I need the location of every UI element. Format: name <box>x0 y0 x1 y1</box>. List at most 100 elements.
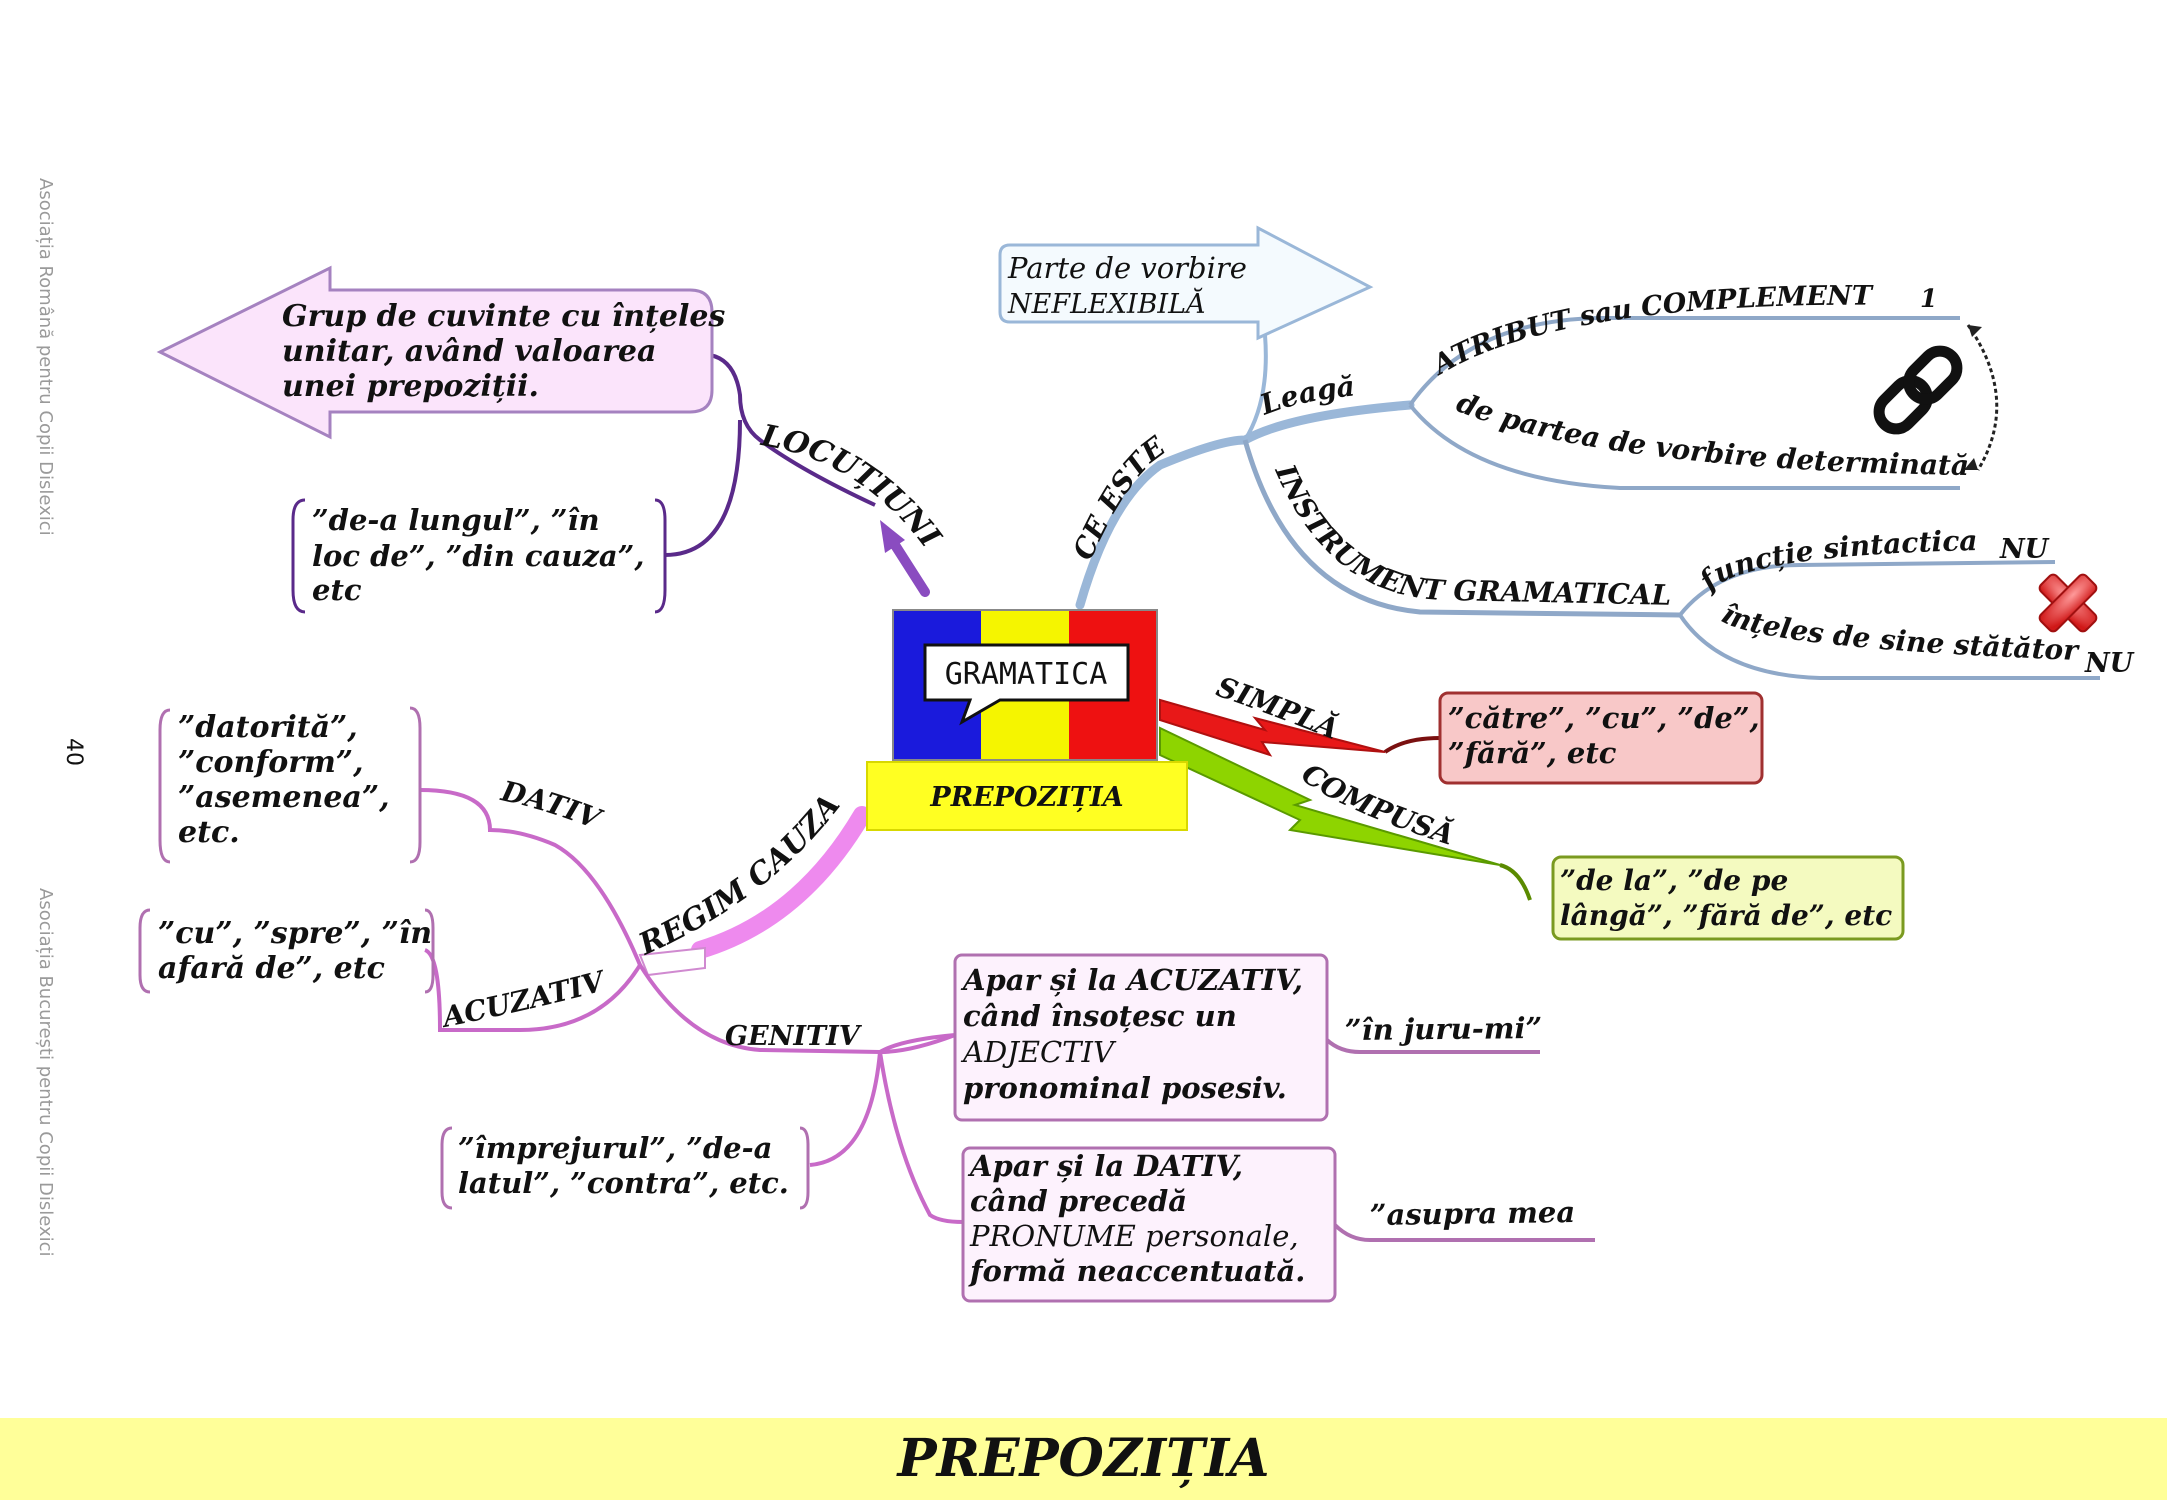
simpla-example-line: ”către”, ”cu”, ”de”, <box>1448 701 1760 735</box>
regim-cauzal-trunk <box>691 806 871 959</box>
genitiv-note1-line: ADJECTIV <box>960 1035 1117 1069</box>
double-arrow-icon <box>1966 324 1999 471</box>
dativ-left-brace <box>158 708 171 864</box>
instrument-line <box>1242 439 1681 618</box>
locutiuni-definition-arrow <box>156 265 714 440</box>
genitiv-example-line: latul”, ”contra”, etc. <box>458 1166 789 1200</box>
locutiuni-branch: LOCUȚIUNI Grup de cuvinte cu înțeles uni… <box>156 265 948 614</box>
ce-este-to-definition <box>1243 334 1268 442</box>
locutiuni-example-line: loc de”, ”din cauza”, <box>312 539 644 573</box>
determinata-line <box>1408 403 1960 490</box>
acuzativ-label: ACUZATIV <box>437 964 611 1035</box>
inteles-line <box>1678 613 2100 680</box>
acuzativ-left-brace <box>138 908 151 994</box>
genitiv-right-brace <box>799 1126 810 1210</box>
genitiv-note1-box <box>953 953 1329 1122</box>
svg-text:INSTRUMENT GRAMATICAL: INSTRUMENT GRAMATICAL <box>1268 459 1671 612</box>
genitiv-example-line: ”împrejurul”, ”de-a <box>458 1131 772 1165</box>
simpla-examples-box <box>1438 691 1764 785</box>
locutiuni-label: LOCUȚIUNI <box>758 418 948 555</box>
genitiv-note1-line: când însoțesc un <box>963 999 1237 1033</box>
locutiuni-left-brace <box>291 498 306 614</box>
arrowhead-icon <box>1964 458 1978 470</box>
genitiv-note2-box <box>961 1146 1337 1303</box>
ce-este-trunk <box>1075 400 1415 610</box>
ce-este-label: CE ESTE? <box>0 0 1172 565</box>
acuzativ-example-line: afară de”, etc <box>158 951 385 986</box>
regim-cauzal-handle <box>638 946 706 977</box>
definition-line-1: Parte de vorbire <box>1007 251 1247 285</box>
functie-label: funcție sintactica <box>1691 524 1977 598</box>
center-title: PREPOZIȚIA <box>929 782 1123 813</box>
svg-text:CE ESTE?: CE ESTE? <box>0 0 1172 565</box>
locutiuni-line <box>709 353 876 507</box>
atribut-label: ATRIBUT sau COMPLEMENT <box>1425 281 1874 383</box>
side-text-top: Asociația Română pentru Copii Dislexici <box>35 178 56 536</box>
genitiv-note1-example: ”în juru-mi” <box>1345 1011 1543 1047</box>
locutiuni-definition-line: unei prepoziții. <box>282 369 539 404</box>
svg-text:”în juru-mi”: ”în juru-mi” <box>1345 1011 1543 1047</box>
genitiv-hub-down <box>878 1051 964 1224</box>
atribut-number: 1 <box>1920 284 1937 313</box>
genitiv-note2-line: Apar și la DATIV, <box>967 1149 1243 1183</box>
genitiv-hub-up <box>878 1033 956 1054</box>
locutiuni-example-line: ”de-a lungul”, ”în <box>312 503 600 537</box>
speech-label: GRAMATICA <box>945 657 1108 692</box>
genitiv-note2-line: PRONUME personale, <box>969 1219 1299 1253</box>
functie-value: NU <box>1999 534 2050 565</box>
functie-line <box>1678 560 2056 617</box>
svg-text:DATIV: DATIV <box>497 774 608 837</box>
locutiuni-definition-line: unitar, având valoarea <box>282 334 656 369</box>
dativ-example-line: ”datorită”, <box>178 710 358 745</box>
simpla-example-line: ”fără”, etc <box>1448 736 1617 770</box>
acuzativ-right-brace <box>424 908 435 994</box>
svg-text:înțeles de sine stătător: înțeles de sine stătător <box>1717 597 2081 667</box>
svg-text:funcție sintactica: funcție sintactica <box>1691 524 1977 598</box>
regim-cauzal-label: REGIM CAUZAL <box>0 0 847 963</box>
definition-line-2: NEFLEXIBILĂ <box>1007 287 1206 320</box>
simpla-branch: SIMPLĂ ”către”, ”cu”, ”de”, ”fără”, etc <box>1159 670 1764 785</box>
link-icon <box>1873 345 1963 435</box>
arrowhead-icon <box>1968 325 1982 337</box>
svg-text:REGIM CAUZAL: REGIM CAUZAL <box>0 0 847 963</box>
genitiv-note1-line: pronominal posesiv. <box>963 1071 1287 1105</box>
svg-text:LOCUȚIUNI: LOCUȚIUNI <box>758 418 948 555</box>
compusa-example-line: ”de la”, ”de pe <box>1560 864 1788 897</box>
genitiv-note2-line: formă neaccentuată. <box>968 1254 1305 1288</box>
genitiv-left-brace <box>440 1126 453 1210</box>
dativ-example-line: ”asemenea”, <box>178 780 390 815</box>
genitiv-hub-left <box>809 1051 882 1167</box>
red-x-icon <box>2038 573 2098 633</box>
speech-bubble <box>923 643 1130 726</box>
compusa-line <box>1499 863 1532 901</box>
flag-border <box>892 609 1158 761</box>
svg-text:ATRIBUT sau COMPLEMENT: ATRIBUT sau COMPLEMENT <box>1425 281 1874 383</box>
dativ-line <box>419 788 642 966</box>
locutiuni-definition-line: Grup de cuvinte cu înțeles <box>282 299 725 334</box>
instrument-label: INSTRUMENT GRAMATICAL <box>1268 459 1671 612</box>
dativ-example-line: etc. <box>178 815 240 850</box>
center-node: GRAMATICA PREPOZIȚIA <box>866 609 1188 831</box>
locutiuni-arrowhead <box>880 520 905 553</box>
genitiv-note1-line: Apar și la ACUZATIV, <box>960 963 1303 997</box>
svg-text:ACUZATIV: ACUZATIV <box>437 964 611 1035</box>
side-text-bottom: Asociația București pentru Copii Dislexi… <box>35 888 56 1257</box>
inteles-value: NU <box>2084 648 2135 679</box>
note1-example-line <box>1325 1038 1540 1054</box>
dativ-right-brace <box>409 706 422 864</box>
dativ-example-line: ”conform”, <box>178 745 364 780</box>
compusa-example-line: lângă”, ”fără de”, etc <box>1560 899 1892 932</box>
dativ-label: DATIV <box>497 774 608 837</box>
note2-example-line <box>1333 1223 1595 1242</box>
page-number: 40 <box>61 738 86 766</box>
simpla-line <box>1383 736 1441 754</box>
inteles-label: înțeles de sine stătător <box>1717 597 2081 667</box>
simpla-bolt <box>1159 698 1386 757</box>
locutiuni-arrow <box>890 540 930 597</box>
locutiuni-examples-line <box>664 419 742 557</box>
footer-title: PREPOZIȚIA <box>897 1428 1270 1489</box>
locutiuni-right-brace <box>654 498 667 614</box>
svg-text:GENITIV: GENITIV <box>725 1021 863 1052</box>
definition-arrow <box>998 225 1374 341</box>
